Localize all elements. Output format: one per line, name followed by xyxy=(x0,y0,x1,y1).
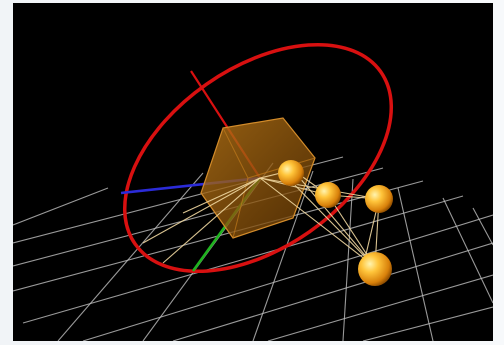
sphere-joint-3[interactable] xyxy=(365,185,393,213)
rotate-gizmo-icon[interactable] xyxy=(84,3,433,318)
selection-box[interactable] xyxy=(200,117,316,239)
3d-viewport[interactable] xyxy=(13,3,493,341)
sphere-joint-4[interactable] xyxy=(358,252,392,286)
viewport-canvas[interactable] xyxy=(13,3,493,341)
sphere-joint-2[interactable] xyxy=(315,182,341,208)
sphere-joint-1[interactable] xyxy=(278,160,304,186)
